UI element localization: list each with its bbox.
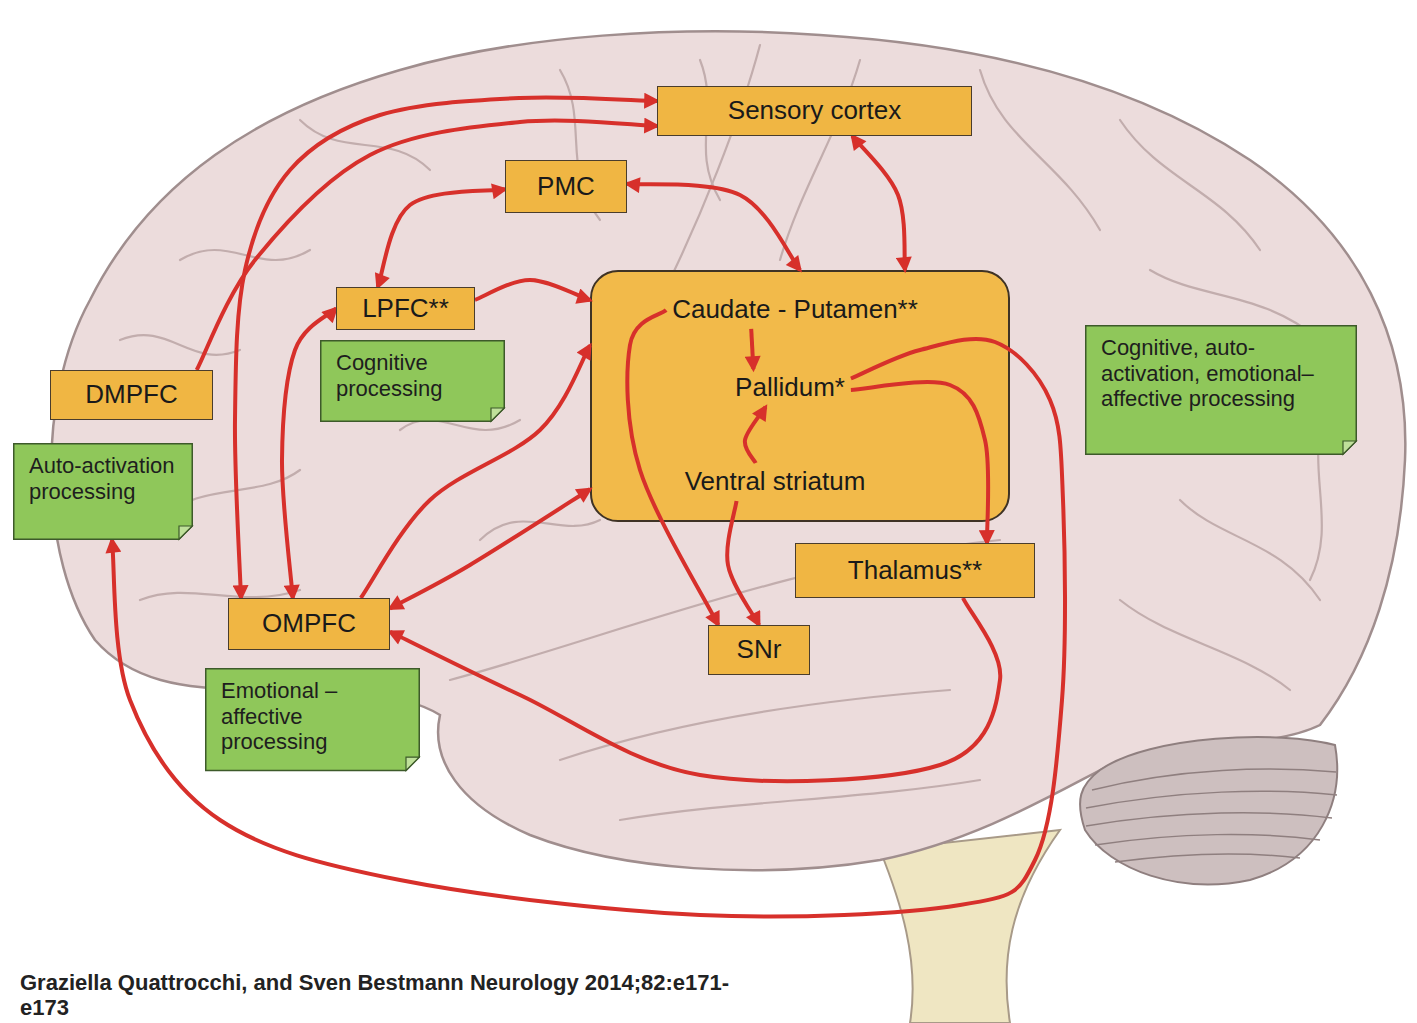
node-text: Cognitive, auto-activation, emotional–af…: [1101, 335, 1341, 412]
sulcus: [620, 780, 980, 820]
node-text: Thalamus**: [848, 556, 982, 586]
sulcus: [180, 250, 310, 260]
node-text: Emotional – affective processing: [221, 678, 404, 755]
sulcus: [560, 690, 950, 760]
function-note: Emotional – affective processing: [205, 668, 420, 771]
cerebellum-folia: [1086, 769, 1337, 862]
sulcus: [1180, 500, 1320, 600]
function-note: Cognitive processing: [320, 340, 505, 422]
sulcus: [120, 335, 240, 355]
note-body: [14, 444, 193, 540]
connector-arrow: [727, 501, 759, 625]
note-fold: [179, 526, 192, 539]
connector-arrow: [627, 184, 800, 270]
note-body: [206, 669, 420, 771]
folium: [1086, 791, 1337, 808]
sulcus: [1120, 120, 1260, 250]
region-box: LPFC**: [336, 287, 475, 330]
region-box: SNr: [708, 625, 810, 675]
sulcus: [660, 45, 760, 300]
connector-arrow: [390, 598, 1000, 781]
note-fold: [406, 757, 419, 770]
sulcus: [1120, 600, 1290, 690]
lateral-sulcus: [450, 540, 1000, 680]
folium: [1092, 769, 1336, 790]
node-text: SNr: [737, 635, 782, 665]
connector-arrow: [627, 310, 718, 625]
region-box: Sensory cortex: [657, 86, 972, 136]
sulcus: [300, 120, 430, 170]
function-note: Cognitive, auto-activation, emotional–af…: [1085, 325, 1357, 455]
folium: [1115, 854, 1300, 862]
sulcus: [980, 70, 1100, 230]
folium: [1095, 835, 1320, 845]
node-text: Sensory cortex: [728, 96, 901, 126]
node-text: Cognitive processing: [336, 350, 489, 401]
region-box: Thalamus**: [795, 543, 1035, 598]
brainstem: [880, 830, 1060, 1023]
citation-caption: Graziella Quattrocchi, and Sven Bestmann…: [20, 970, 740, 1021]
node-text: OMPFC: [262, 609, 356, 639]
node-text: DMPFC: [85, 380, 177, 410]
connector-arrow: [378, 189, 505, 287]
connector-arrow: [235, 97, 657, 598]
region-box: DMPFC: [50, 370, 213, 420]
nucleus-label: Ventral striatum: [679, 463, 872, 501]
basal-ganglia-box: Caudate - Putamen** Pallidum* Ventral stri…: [590, 270, 1010, 522]
connector-arrow: [112, 339, 1065, 917]
function-note: Auto-activation processing: [13, 443, 193, 540]
note-fold: [491, 408, 504, 421]
node-text: LPFC**: [362, 294, 449, 324]
connector-arrow: [745, 407, 766, 463]
node-text: Ventral striatum: [685, 467, 866, 497]
connector-arrow: [751, 329, 753, 369]
region-box: OMPFC: [228, 598, 390, 650]
region-box: PMC: [505, 160, 627, 213]
note-fold: [1343, 441, 1356, 454]
connector-arrow: [361, 346, 590, 598]
cerebellum: [1080, 737, 1337, 884]
node-text: Pallidum*: [735, 373, 845, 403]
node-text: Auto-activation processing: [29, 453, 177, 504]
nucleus-label: Pallidum*: [729, 369, 851, 407]
node-text: Caudate - Putamen**: [672, 295, 918, 325]
node-text: PMC: [537, 172, 595, 202]
connector-arrow: [851, 382, 988, 543]
connector-arrow: [390, 489, 590, 608]
note-body: [1086, 326, 1357, 455]
connector-arrow: [282, 309, 336, 599]
connector-arrow: [852, 136, 905, 270]
connector-arrow: [197, 120, 657, 370]
note-body: [321, 341, 505, 422]
nucleus-label: Caudate - Putamen**: [666, 291, 924, 329]
connector-arrow: [475, 280, 590, 300]
folium: [1086, 813, 1332, 826]
caption-text: Graziella Quattrocchi, and Sven Bestmann…: [20, 970, 729, 1020]
sulcus: [480, 520, 600, 540]
